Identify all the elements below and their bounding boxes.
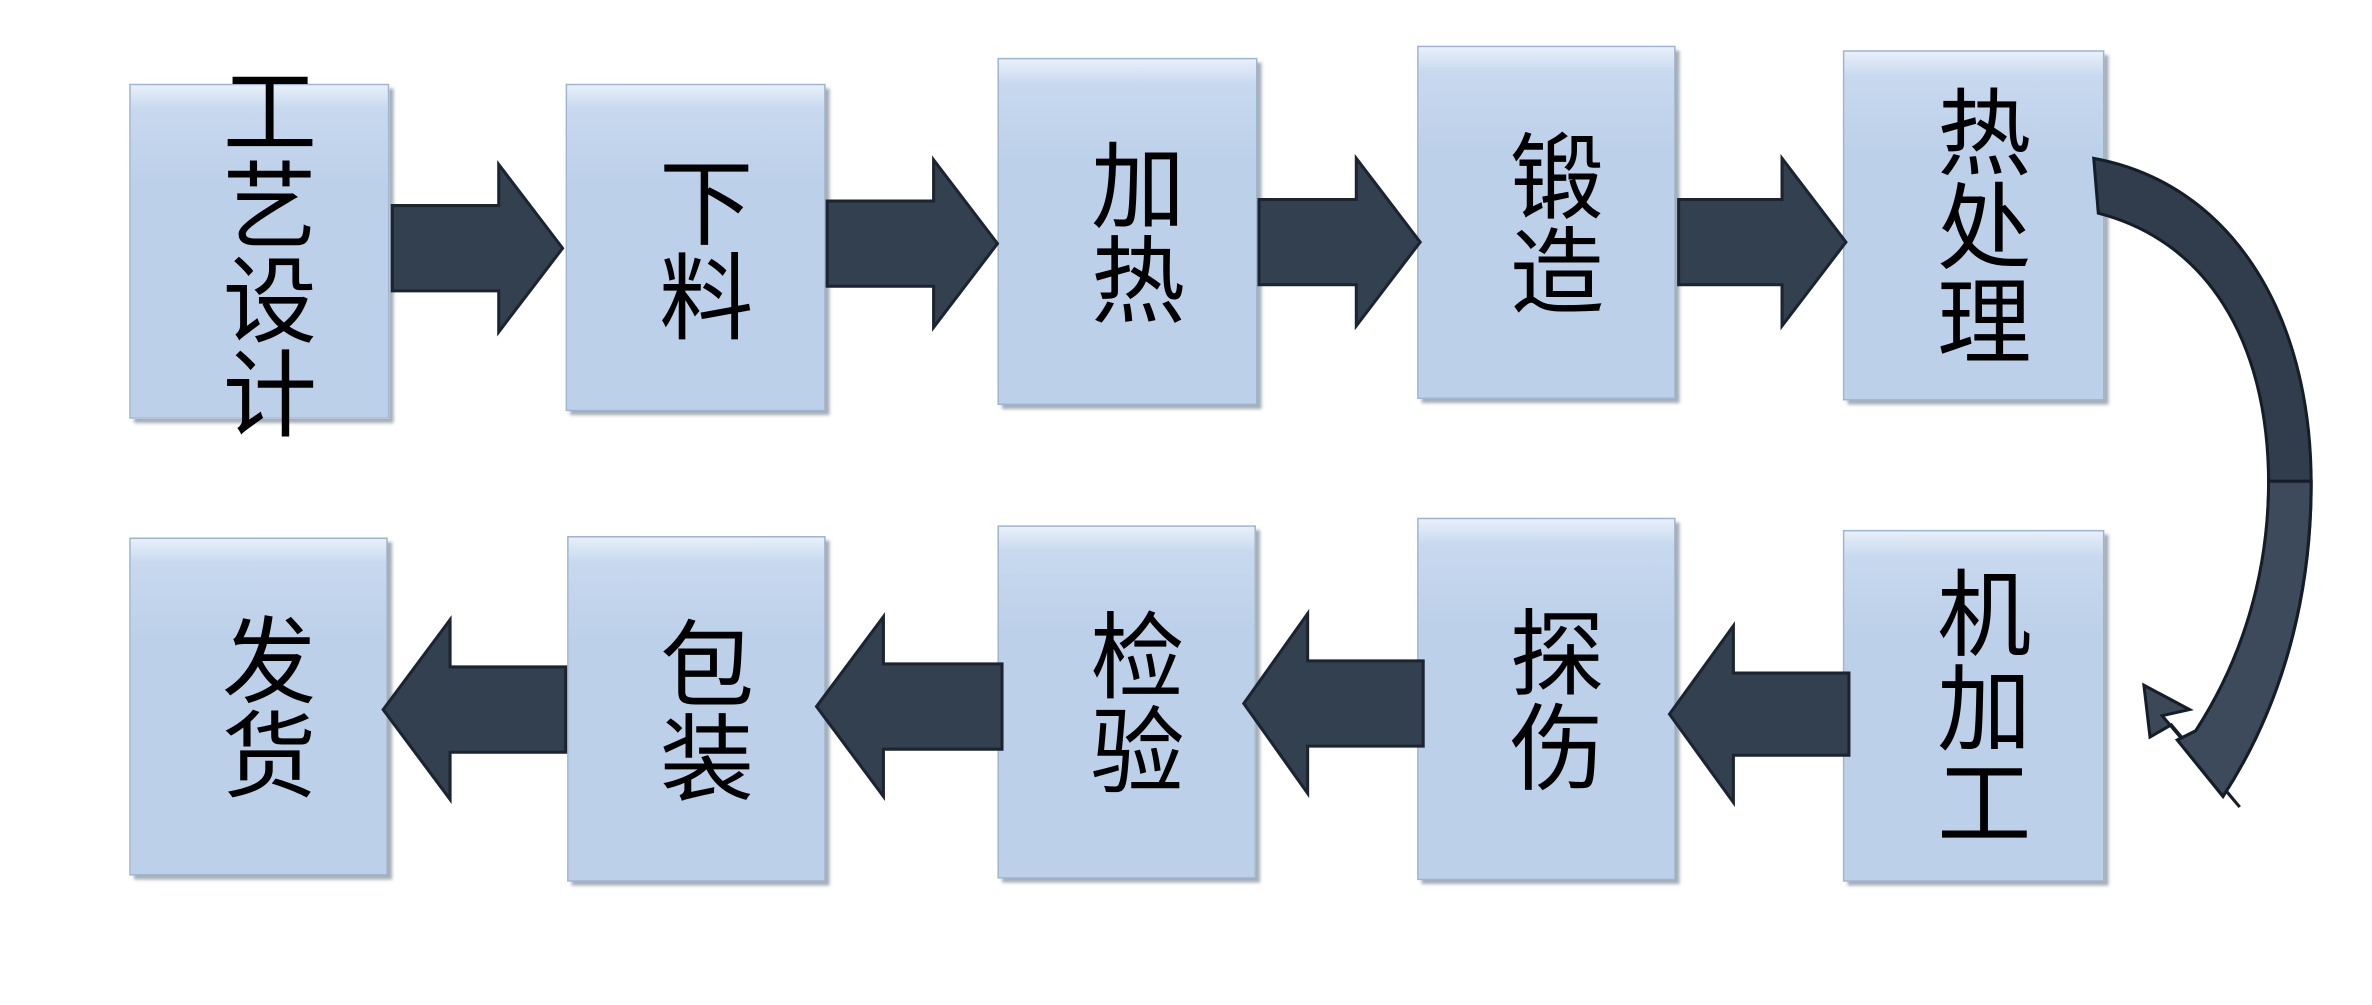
process-node-label: 加热 xyxy=(1075,137,1180,326)
arrow-检验-to-包装 xyxy=(814,612,1004,801)
process-node-发货[interactable]: 发货 xyxy=(129,537,388,876)
process-node-label: 热处理 xyxy=(1921,83,2026,367)
process-node-锻造[interactable]: 锻造 xyxy=(1417,45,1676,399)
arrow-热处理-to-机加工-curved xyxy=(2083,149,2372,819)
process-node-label: 检验 xyxy=(1075,607,1179,797)
process-node-探伤[interactable]: 探伤 xyxy=(1417,517,1676,881)
arrow-包装-to-发货 xyxy=(381,615,568,805)
process-node-label: 探伤 xyxy=(1494,604,1599,794)
process-node-label: 机加工 xyxy=(1921,564,2026,848)
process-node-包装[interactable]: 包装 xyxy=(567,536,826,882)
process-node-label: 发货 xyxy=(206,612,311,801)
process-node-机加工[interactable]: 机加工 xyxy=(1842,529,2105,882)
arrow-探伤-to-检验 xyxy=(1241,608,1425,799)
arrow-下料-to-加热 xyxy=(825,155,1000,332)
arrow-工艺设计-to-下料 xyxy=(390,159,565,337)
process-node-label: 包装 xyxy=(644,614,749,804)
process-node-检验[interactable]: 检验 xyxy=(997,525,1256,879)
arrow-加热-to-锻造 xyxy=(1257,153,1423,331)
process-node-label: 锻造 xyxy=(1494,127,1599,317)
arrow-锻造-to-热处理 xyxy=(1677,153,1848,331)
process-node-工艺设计[interactable]: 工艺设计 xyxy=(129,62,390,440)
process-node-label: 工艺设计 xyxy=(207,62,311,441)
process-node-label: 下料 xyxy=(643,153,748,342)
process-node-加热[interactable]: 加热 xyxy=(997,57,1258,406)
arrow-机加工-to-探伤 xyxy=(1667,621,1851,808)
process-node-下料[interactable]: 下料 xyxy=(565,83,826,412)
process-node-热处理[interactable]: 热处理 xyxy=(1842,50,2105,401)
